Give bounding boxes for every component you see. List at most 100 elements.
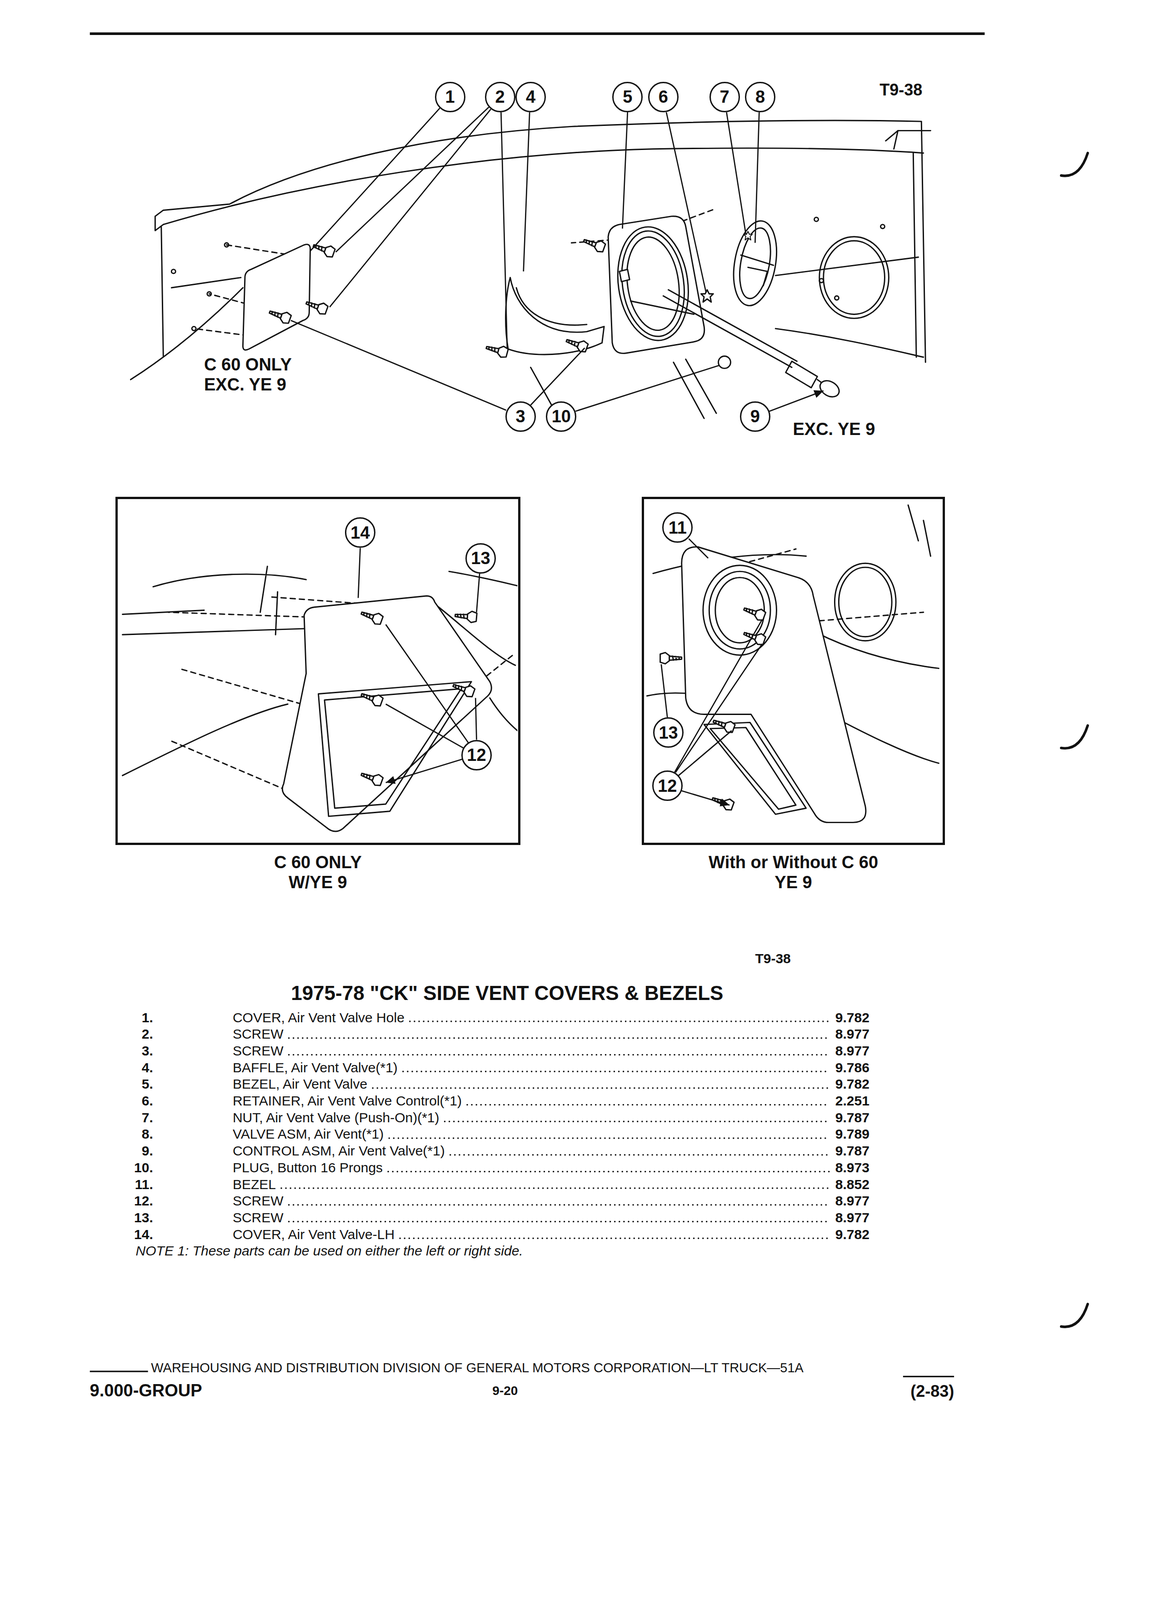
group-number: 8.977 <box>835 1193 870 1209</box>
screw <box>454 609 477 624</box>
callout-circle: 11 <box>662 512 693 543</box>
item-number: 7. <box>141 1109 154 1126</box>
part-name: SCREW <box>232 1209 284 1226</box>
group-number: 9.782 <box>835 1076 870 1093</box>
dot-leader <box>372 1087 830 1090</box>
leader-line <box>358 548 480 783</box>
callout-circle: 4 <box>515 81 546 113</box>
screw <box>359 689 384 708</box>
dash-panel-outline <box>130 120 931 419</box>
margin-marks <box>1061 153 1088 1327</box>
item-number: 13. <box>134 1209 154 1226</box>
group-number: 9.787 <box>835 1109 870 1126</box>
bezel-bellows <box>610 222 696 345</box>
callout-number: 4 <box>525 88 536 106</box>
leader-lines <box>290 107 824 412</box>
item-number: 3. <box>141 1043 154 1060</box>
panel-caption: With or Without C 60 YE 9 <box>700 852 887 893</box>
top-illustration <box>130 120 931 419</box>
inset-right-illustration <box>646 504 939 823</box>
item-number: 12. <box>134 1193 154 1209</box>
bezel-tab <box>619 269 695 315</box>
vent-opening <box>819 236 890 319</box>
callout-number: 11 <box>668 519 687 537</box>
callout-number: 6 <box>658 88 669 106</box>
item-number: 6. <box>141 1093 154 1110</box>
screw <box>451 680 476 699</box>
dot-leader <box>409 1020 830 1023</box>
part-name: CONTROL ASM, Air Vent Valve(*1) <box>232 1143 445 1159</box>
control-knob <box>817 377 843 400</box>
revision-date: (2-83) <box>910 1381 955 1401</box>
vent-valve-flap <box>740 254 774 286</box>
part-name: RETAINER, Air Vent Valve Control(*1) <box>232 1093 462 1110</box>
callout-number: 3 <box>515 407 525 425</box>
vent-valve-cover <box>282 595 492 832</box>
figure-number: T9-38 <box>754 950 791 967</box>
usage-note: EXC. YE 9 <box>792 419 875 440</box>
screw <box>359 607 384 626</box>
group-number: 8.977 <box>835 1026 870 1043</box>
retainer <box>700 289 714 303</box>
item-number: 5. <box>141 1076 154 1093</box>
bezel-lower-opening <box>704 722 806 815</box>
inset-panel: With or Without C 60 YE 9111312 <box>641 496 945 845</box>
panel-caption: C 60 ONLY W/YE 9 <box>260 852 375 893</box>
callout-circle: 13 <box>653 717 684 748</box>
button-plug <box>718 355 731 369</box>
part-name: SCREW <box>232 1193 284 1209</box>
bezel-bellows <box>615 226 691 341</box>
item-number: 2. <box>141 1026 154 1043</box>
callout-number: 7 <box>719 88 730 106</box>
cover-opening <box>318 681 472 817</box>
item-number: 8. <box>141 1126 154 1143</box>
group-number: 9.782 <box>835 1009 870 1026</box>
item-number: 14. <box>134 1226 154 1243</box>
callout-circle: 12 <box>652 770 683 801</box>
group-number: 8.977 <box>835 1043 870 1060</box>
bezel-opening <box>621 233 685 334</box>
part-name: PLUG, Button 16 Prongs <box>232 1159 383 1176</box>
footer-text: WAREHOUSING AND DISTRIBUTION DIVISION OF… <box>150 1360 804 1376</box>
item-number: 11. <box>134 1176 154 1193</box>
dot-leader <box>389 1137 830 1140</box>
callout-circle: 12 <box>461 739 492 771</box>
callout-number: 8 <box>755 88 765 106</box>
callout-number: 2 <box>495 88 505 106</box>
leader-line <box>661 538 763 805</box>
callout-number: 12 <box>466 746 486 764</box>
control-cable <box>663 289 825 389</box>
callout-number: 10 <box>551 407 571 425</box>
group-number: 9.789 <box>835 1126 870 1143</box>
group-number: 2.251 <box>835 1093 870 1110</box>
dot-leader <box>289 1037 830 1040</box>
part-name: VALVE ASM, Air Vent(*1) <box>232 1126 384 1143</box>
part-name: SCREW <box>232 1043 284 1060</box>
screw <box>564 335 589 354</box>
vent-hole-cover <box>242 244 310 350</box>
callout-circle: 7 <box>709 81 740 113</box>
inset-left-illustration <box>122 566 518 832</box>
dot-leader <box>289 1203 830 1206</box>
callout-number: 13 <box>470 549 490 567</box>
vent-opening-rim <box>823 240 885 315</box>
section-group: 9.000-GROUP <box>89 1380 203 1401</box>
group-number: 8.977 <box>835 1209 870 1226</box>
part-name: BEZEL <box>232 1176 276 1193</box>
screw <box>484 342 509 359</box>
callout-number: 12 <box>657 777 677 795</box>
callout-circle: 6 <box>648 81 679 113</box>
screw <box>660 652 682 665</box>
callout-number: 5 <box>622 88 633 106</box>
dot-leader <box>467 1104 830 1106</box>
page-number: 9-20 <box>492 1383 518 1399</box>
callout-circle: 13 <box>465 543 496 574</box>
vent-opening <box>834 563 896 641</box>
bezel <box>681 546 866 823</box>
callout-circle: 1 <box>434 81 466 113</box>
leader-lines <box>661 538 763 805</box>
part-name: BAFFLE, Air Vent Valve(*1) <box>232 1059 398 1076</box>
usage-note: C 60 ONLY EXC. YE 9 <box>204 354 318 395</box>
